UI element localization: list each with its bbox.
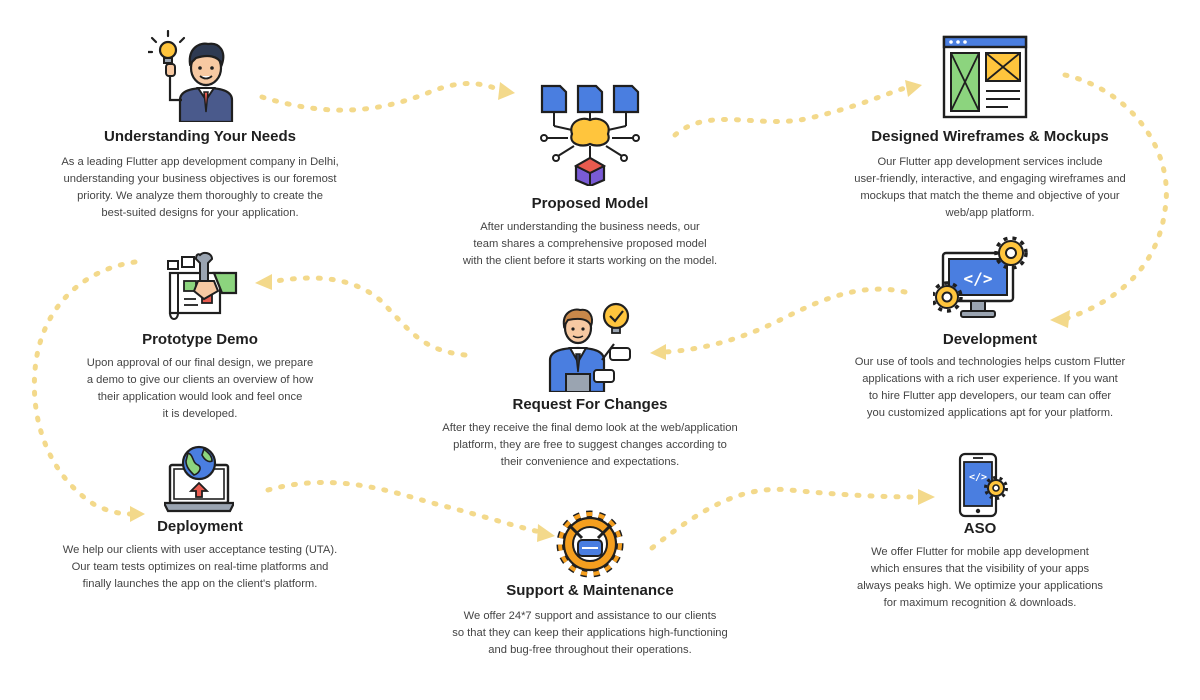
connector-6-5: [662, 286, 908, 355]
desc-line: you customized applications apt for your…: [866, 407, 1114, 419]
desc-line: As a leading Flutter app development com…: [61, 156, 339, 168]
ai-model-icon: [540, 84, 640, 186]
desc-line: a demo to give our clients an overview o…: [86, 374, 314, 386]
arrow-head-4: [650, 344, 666, 360]
deploy-laptop-icon: [164, 445, 234, 513]
step-wireframes: Designed Wireframes & Mockups Our Flutte…: [810, 35, 1170, 235]
wireframe-icon: [942, 35, 1028, 119]
desc-line: platform, they are free to suggest chang…: [453, 439, 727, 451]
step-title: Development: [942, 331, 1038, 348]
desc-line: it is developed.: [162, 408, 238, 420]
step-description: As a leading Flutter app development com…: [30, 154, 370, 222]
step-description: After they receive the final demo look a…: [400, 420, 780, 471]
step-title: Support & Maintenance: [506, 582, 674, 599]
step-title: Deployment: [157, 518, 243, 535]
code-monitor-icon: </>: [933, 236, 1028, 318]
arrow-head-8: [918, 489, 935, 505]
step-description: Our use of tools and technologies helps …: [815, 354, 1165, 422]
desc-line: so that they can keep their applications…: [452, 627, 728, 639]
connector-8-9: [649, 486, 923, 551]
desc-line: priority. We analyze them thoroughly to …: [77, 190, 323, 202]
step-aso: </> ASO We offer Flutter for mobile app …: [820, 450, 1140, 620]
desc-line: team shares a comprehensive proposed mod…: [473, 238, 707, 250]
desc-line: After they receive the final demo look a…: [442, 422, 738, 434]
desc-line: We offer Flutter for mobile app developm…: [871, 546, 1089, 558]
step-description: Our Flutter app development services inc…: [810, 154, 1170, 222]
step-description: We help our clients with user acceptance…: [30, 542, 370, 593]
desc-line: their application would look and feel on…: [97, 391, 303, 403]
step-title: Designed Wireframes & Mockups: [871, 128, 1109, 145]
step-title: Proposed Model: [531, 195, 649, 212]
arrow-head-5: [255, 274, 272, 290]
connector-1-2: [259, 81, 503, 113]
desc-line: web/app platform.: [945, 207, 1035, 219]
step-description: We offer Flutter for mobile app developm…: [820, 544, 1140, 612]
desc-line: and bug-free throughout their operations…: [488, 644, 692, 656]
step-title: Prototype Demo: [142, 331, 258, 348]
step-support-maintenance: Support & Maintenance We offer 24*7 supp…: [410, 508, 770, 678]
arrow-head-3: [1050, 310, 1070, 328]
step-development: </> Development Our use of tools and tec…: [815, 235, 1165, 435]
desc-line: We offer 24*7 support and assistance to …: [463, 610, 717, 622]
step-prototype-demo: Prototype Demo Upon approval of our fina…: [60, 248, 340, 428]
desc-line: always peaks high. We optimize your appl…: [856, 580, 1104, 592]
step-title: Understanding Your Needs: [104, 128, 296, 145]
connector-3-6: [1062, 72, 1169, 321]
desc-line: mockups that match the theme and objecti…: [860, 190, 1120, 202]
idea-person-icon: [148, 30, 234, 122]
step-title: Request For Changes: [512, 396, 668, 413]
desc-line: After understanding the business needs, …: [480, 221, 700, 233]
feedback-person-icon: [548, 302, 631, 392]
desc-line: with the client before it starts working…: [462, 255, 718, 267]
step-understanding-needs: Understanding Your Needs As a leading Fl…: [30, 25, 370, 225]
desc-line: understanding your business objectives i…: [63, 173, 337, 185]
desc-line: We help our clients with user acceptance…: [62, 544, 338, 556]
step-request-changes: Request For Changes After they receive t…: [400, 298, 780, 478]
desc-line: Our team tests optimizes on real-time pl…: [71, 561, 329, 573]
step-description: We offer 24*7 support and assistance to …: [410, 608, 770, 659]
prototype-icon: [167, 251, 238, 320]
connector-4-7: [31, 259, 138, 517]
desc-line: to hire Flutter app developers, our team…: [868, 390, 1112, 402]
desc-line: for maximum recognition & downloads.: [883, 597, 1077, 609]
svg-text:</>: </>: [969, 472, 987, 483]
connector-2-3: [672, 85, 908, 138]
desc-line: Our use of tools and technologies helps …: [854, 356, 1126, 368]
svg-text:</>: </>: [964, 269, 993, 288]
arrow-head-6: [130, 506, 145, 522]
desc-line: user-friendly, interactive, and engaging…: [854, 173, 1126, 185]
step-proposed-model: Proposed Model After understanding the b…: [420, 80, 760, 280]
desc-line: applications with a rich user experience…: [862, 373, 1118, 385]
arrow-head-7: [537, 524, 555, 542]
desc-line: their convenience and expectations.: [500, 456, 680, 468]
step-description: After understanding the business needs, …: [420, 219, 760, 270]
step-deployment: Deployment We help our clients with user…: [30, 445, 370, 605]
support-gear-icon: [556, 510, 624, 578]
mobile-settings-icon: </>: [958, 452, 1008, 518]
arrow-head-2: [905, 80, 922, 97]
step-title: ASO: [963, 520, 997, 537]
desc-line: Upon approval of our final design, we pr…: [86, 357, 314, 369]
desc-line: finally launches the app on the client's…: [82, 578, 318, 590]
desc-line: Our Flutter app development services inc…: [877, 156, 1103, 168]
arrow-head-1: [498, 82, 515, 100]
connector-7-8: [265, 479, 543, 535]
desc-line: which ensures that the visibility of you…: [870, 563, 1090, 575]
connector-5-4: [267, 275, 468, 358]
desc-line: best-suited designs for your application…: [101, 207, 299, 219]
step-description: Upon approval of our final design, we pr…: [60, 355, 340, 423]
